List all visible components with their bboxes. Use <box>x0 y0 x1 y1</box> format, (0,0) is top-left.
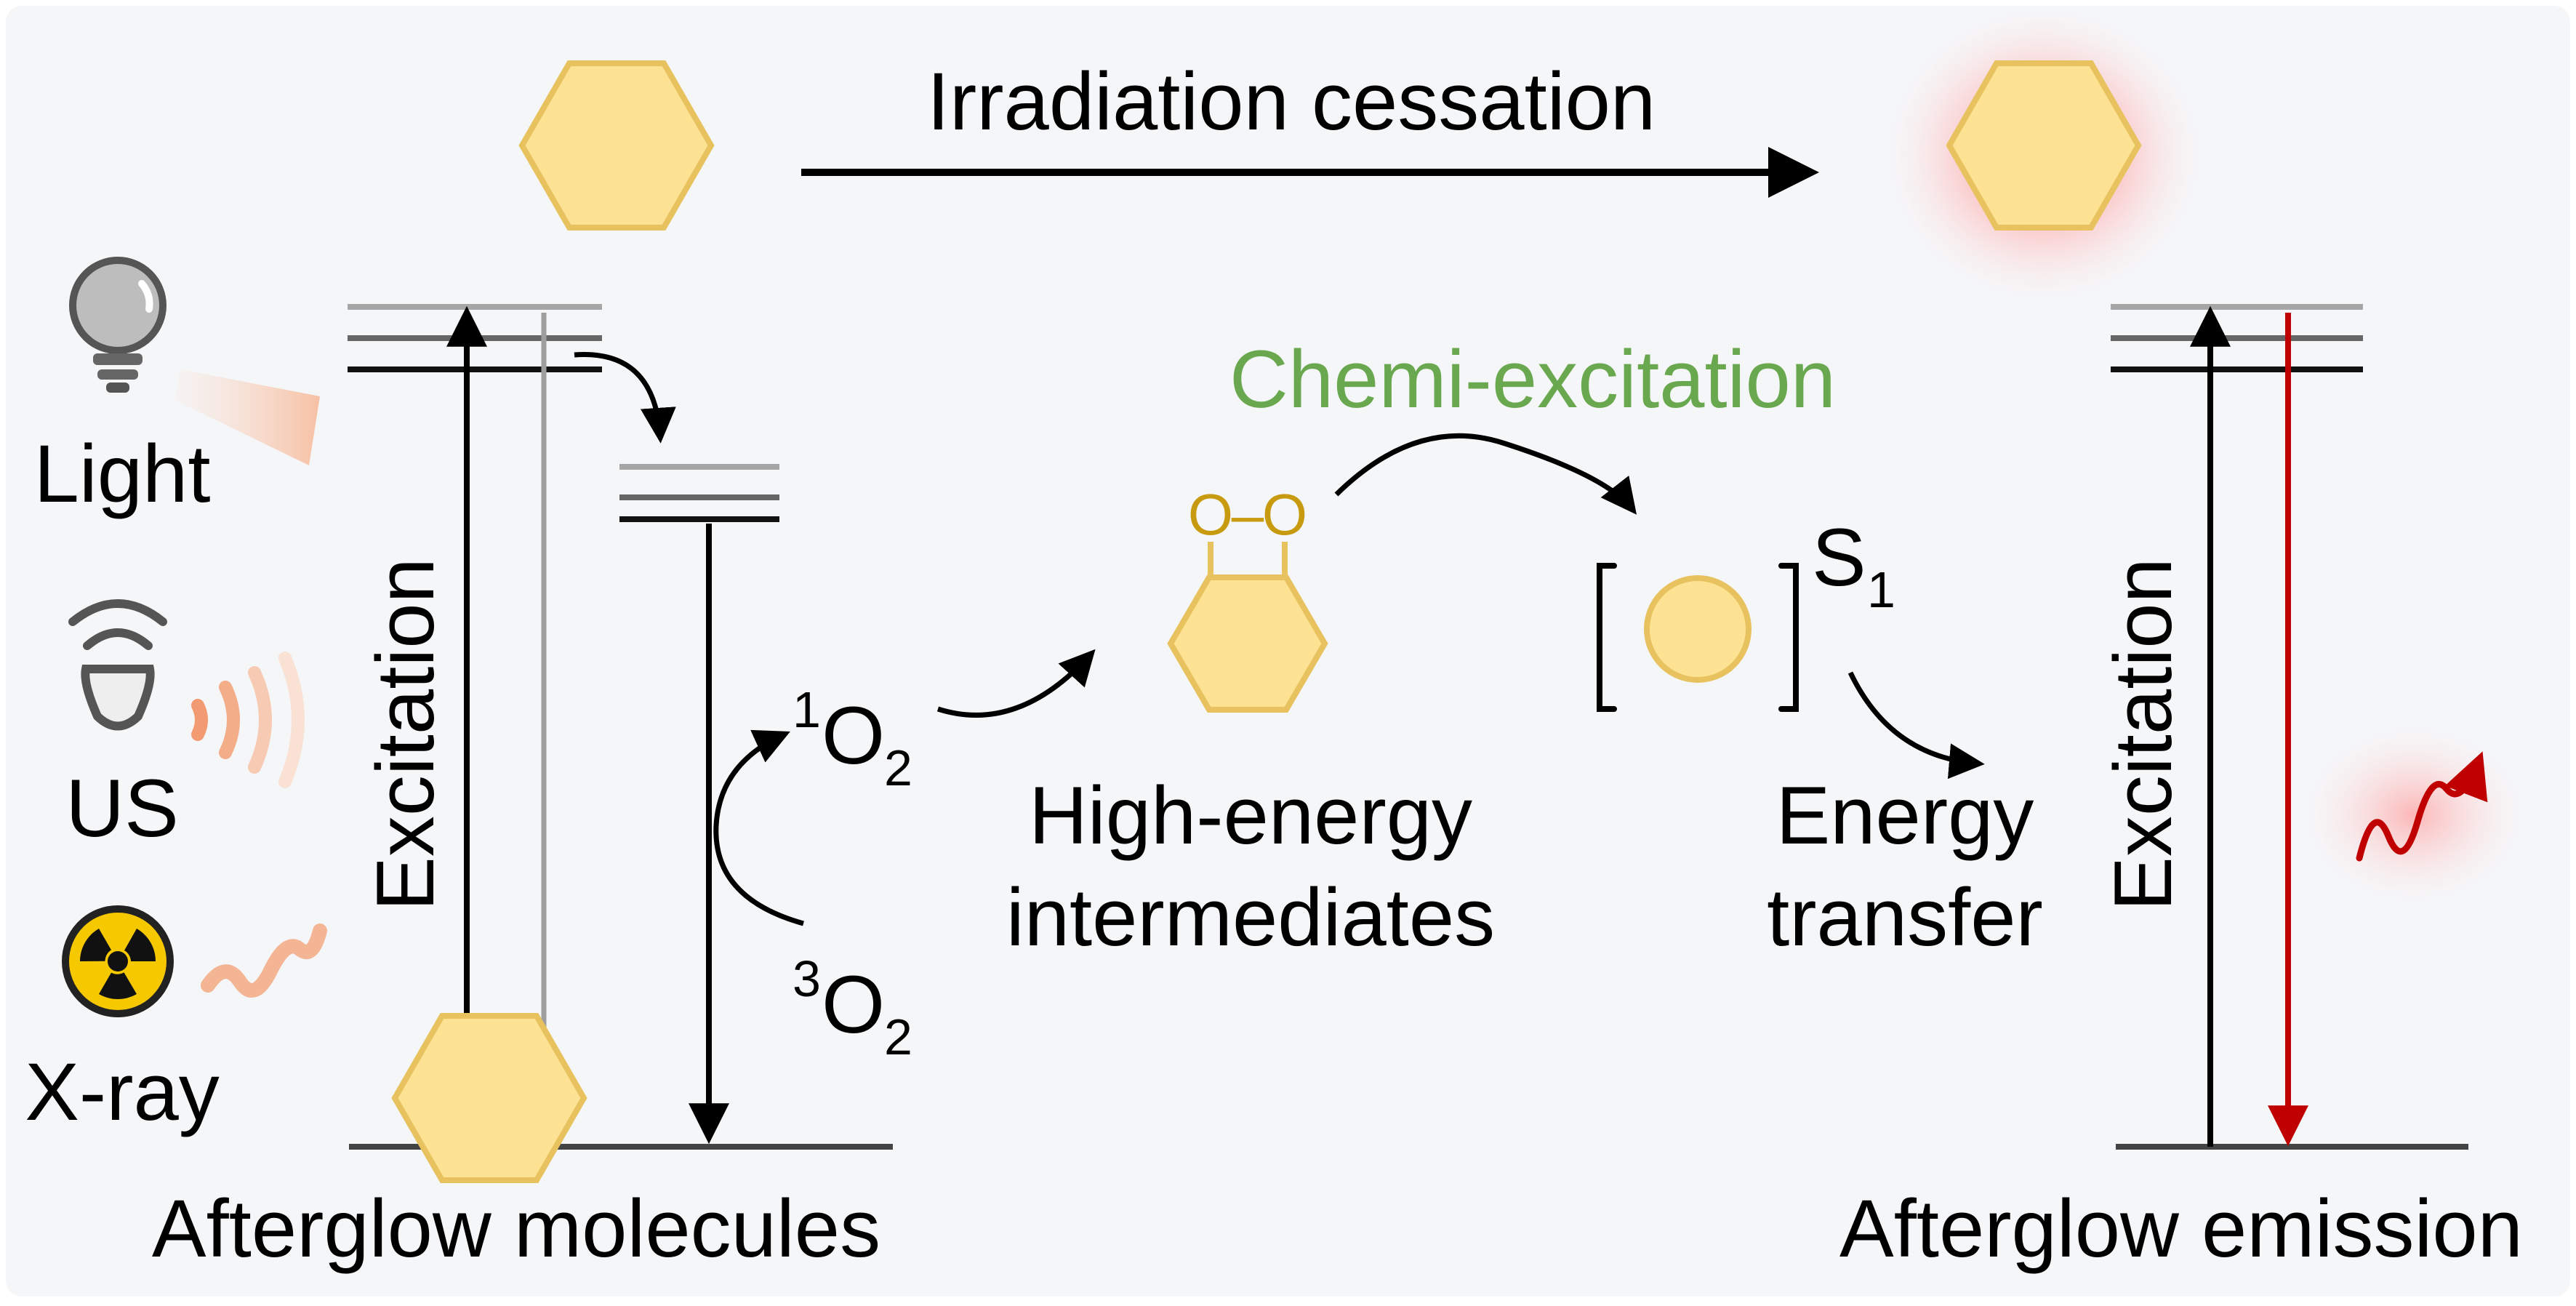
svg-text:3: 3 <box>793 950 821 1007</box>
svg-text:O: O <box>822 690 885 781</box>
svg-text:–: – <box>1232 482 1264 547</box>
oxygen-activation-arrow <box>713 729 804 926</box>
ultrasound-waves <box>191 652 305 788</box>
oxidation-arrow <box>936 649 1096 718</box>
singlet-oxygen-label: 1 O 2 <box>793 681 912 796</box>
cessation-label: Irradiation cessation <box>927 56 1656 147</box>
svg-text:2: 2 <box>884 1009 912 1065</box>
intermediates-line2: intermediates <box>1006 872 1495 963</box>
us-label: US <box>65 763 179 854</box>
circle-molecule-icon <box>1644 575 1752 683</box>
left-triplet-levels <box>619 464 779 522</box>
light-bulb-icon <box>69 257 166 393</box>
light-label: Light <box>34 428 211 519</box>
svg-text:1: 1 <box>1867 561 1895 618</box>
energy-transfer-arrow <box>1847 671 1985 780</box>
right-excitation-label: Excitation <box>2098 558 2188 911</box>
xray-label: X-ray <box>25 1046 220 1137</box>
xray-wave <box>201 924 327 998</box>
energy-transfer-line1: Energy <box>1776 770 2034 861</box>
isc-arrow <box>574 352 676 444</box>
left-caption: Afterglow molecules <box>152 1183 880 1274</box>
svg-text:S: S <box>1812 512 1866 603</box>
intermediates-line1: High-energy <box>1029 770 1472 861</box>
right-singlet-levels <box>2111 304 2363 372</box>
svg-text:O: O <box>1262 482 1307 547</box>
svg-text:1: 1 <box>793 681 821 738</box>
excited-state-label: S 1 <box>1812 512 1895 618</box>
excited-state-bracket <box>1597 563 1799 712</box>
svg-text:2: 2 <box>884 740 912 796</box>
chemi-excitation-arrow <box>1334 433 1637 515</box>
radiation-icon <box>62 905 174 1017</box>
hexagon-molecule-icon <box>1946 60 2142 231</box>
left-excitation-label: Excitation <box>360 558 451 911</box>
wavy-photon-icon <box>2356 751 2488 862</box>
hexagon-molecule-icon <box>518 60 715 231</box>
energy-transfer-line2: transfer <box>1767 872 2043 963</box>
svg-text:O: O <box>1188 482 1233 547</box>
ultrasound-probe-icon <box>68 599 167 731</box>
light-beam <box>174 369 320 465</box>
dioxetane-icon: O – O <box>1167 482 1328 713</box>
svg-text:O: O <box>822 959 885 1050</box>
triplet-oxygen-label: 3 O 2 <box>793 950 912 1065</box>
chemi-excitation-label: Chemi-excitation <box>1229 334 1836 425</box>
right-caption: Afterglow emission <box>1839 1183 2523 1274</box>
photon-glow <box>2305 727 2523 902</box>
hexagon-molecule-icon <box>391 1013 587 1183</box>
